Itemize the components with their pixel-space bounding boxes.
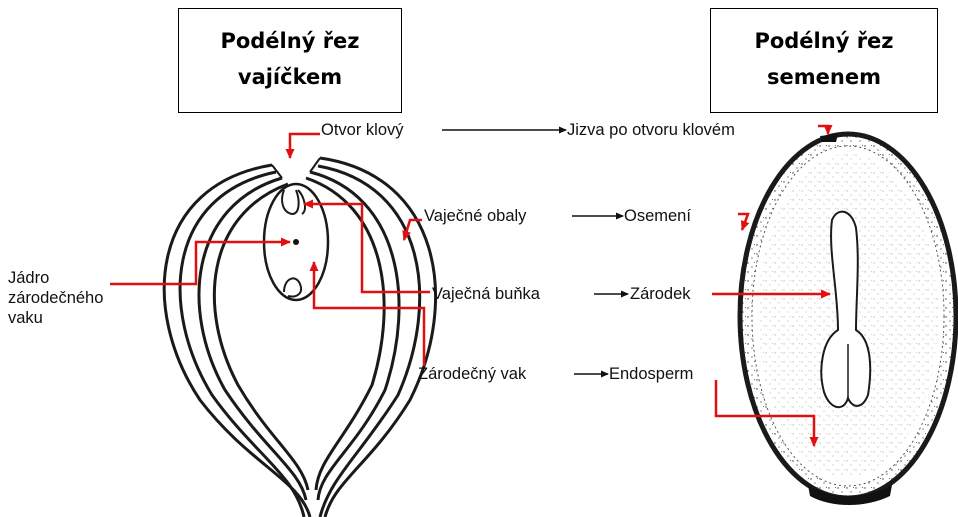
label-embryo: Zárodek bbox=[630, 285, 691, 303]
ovule-title-line1: Podélný řez bbox=[179, 23, 401, 59]
embryo-sac-nucleus bbox=[293, 239, 299, 245]
label-nucleus-line1: Jádro bbox=[8, 268, 103, 288]
label-seed-coat: Osemení bbox=[624, 207, 691, 225]
seed-drawing bbox=[740, 134, 956, 505]
label-micropyle: Otvor klový bbox=[321, 121, 404, 139]
label-nucleus-line3: vaku bbox=[8, 308, 103, 328]
seed-title-box: Podélný řez semenem bbox=[710, 8, 938, 113]
label-egg-cell: Vaječná buňka bbox=[432, 285, 540, 303]
seed-title-line2: semenem bbox=[711, 59, 937, 95]
black-arrows bbox=[442, 130, 628, 374]
label-integuments: Vaječné obaly bbox=[424, 207, 526, 225]
ovule-drawing bbox=[164, 158, 435, 517]
label-micropyle-scar: Jizva po otvoru klovém bbox=[567, 121, 735, 139]
ovule-title-line2: vajíčkem bbox=[179, 59, 401, 95]
label-nucleus-line2: zárodečného bbox=[8, 288, 103, 308]
ovule-title-box: Podélný řez vajíčkem bbox=[178, 8, 402, 113]
label-embryo-sac-nucleus: Jádro zárodečného vaku bbox=[8, 268, 103, 328]
label-endosperm: Endosperm bbox=[609, 365, 693, 383]
label-embryo-sac: Zárodečný vak bbox=[418, 365, 526, 383]
seed-title-line1: Podélný řez bbox=[711, 23, 937, 59]
